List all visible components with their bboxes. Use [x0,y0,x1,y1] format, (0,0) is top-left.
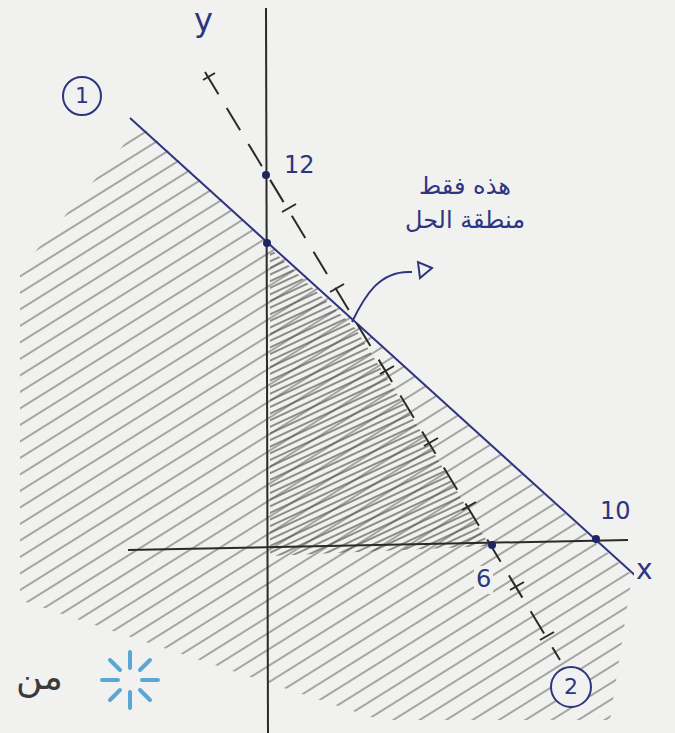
leader-arrow [352,272,412,322]
tick-value: 12 [282,152,317,180]
x-axis [128,540,628,550]
annotation-note: هذه فقط منطقة الحل [398,170,532,237]
watermark: من [14,656,65,697]
watermark-logo [102,652,158,708]
number-text: 1 [75,85,89,107]
number-text: 2 [564,676,578,698]
y-axis [266,8,268,733]
boundary-ticks [203,73,554,640]
intercept-dots [262,171,600,549]
axis-label: x [634,554,655,586]
line-one [130,118,638,578]
hatch-region [20,125,632,720]
axis-label: y [192,2,215,39]
tick-value: 10 [598,498,633,526]
circled-number: 2 [550,666,592,708]
solution-region [270,248,490,556]
circled-number: 1 [62,76,102,116]
tick-value: 6 [474,566,493,594]
arrow-head [418,262,432,278]
line-two [205,72,560,660]
